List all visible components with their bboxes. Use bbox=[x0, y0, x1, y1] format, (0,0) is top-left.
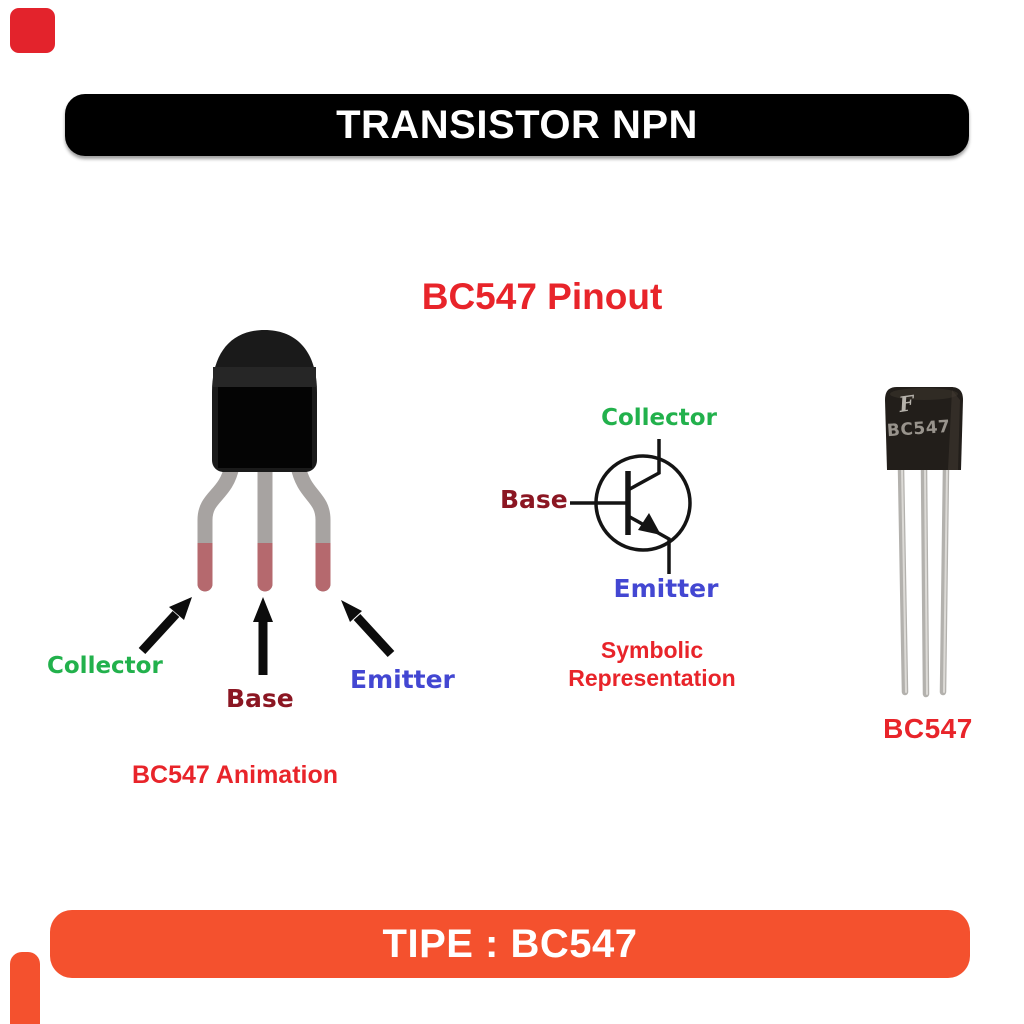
photo-package-body bbox=[885, 387, 963, 470]
photo-package-sheen bbox=[890, 388, 958, 400]
emitter-arrow-shaft bbox=[353, 613, 395, 658]
collector-arrow-head bbox=[169, 597, 192, 620]
footer-banner: TIPE : BC547 bbox=[50, 910, 970, 978]
base-arrow-head bbox=[253, 597, 273, 622]
photo-leg-middle-highlight bbox=[924, 467, 928, 695]
drawing-package-face bbox=[218, 387, 312, 468]
symbol-collector-label: Collector bbox=[601, 405, 717, 431]
photo-legs bbox=[897, 464, 950, 698]
symbol-collector-lead bbox=[627, 439, 661, 492]
bottom-left-accent-bar bbox=[10, 952, 40, 1024]
symbol-emitter-arrow-head bbox=[638, 513, 661, 535]
bc547-photo bbox=[885, 387, 963, 698]
header-banner: TRANSISTOR NPN bbox=[65, 94, 969, 156]
photo-package-edge-highlight bbox=[948, 390, 960, 470]
fairchild-logo-glyph: F bbox=[897, 390, 916, 417]
drawing-package-band bbox=[213, 367, 316, 387]
pinout-collector-label: Collector bbox=[47, 653, 163, 679]
header-title: TRANSISTOR NPN bbox=[336, 102, 698, 147]
symbol-base-label: Base bbox=[500, 485, 568, 514]
emitter-arrow-head bbox=[341, 600, 362, 622]
pinout-emitter-label: Emitter bbox=[350, 665, 455, 694]
pinout-caption: BC547 Animation bbox=[131, 761, 339, 789]
pinout-title: BC547 Pinout bbox=[421, 276, 663, 317]
symbol-caption: Symbolic Representation bbox=[568, 636, 735, 692]
symbol-emitter-lead bbox=[627, 514, 671, 574]
top-left-accent-square bbox=[10, 8, 55, 53]
to92-drawing bbox=[138, 330, 395, 675]
footer-title: TIPE : BC547 bbox=[382, 921, 638, 966]
drawing-leg-tip-emitter bbox=[315, 543, 331, 592]
drawing-leg-tip-collector bbox=[197, 543, 213, 592]
pinout-base-label: Base bbox=[226, 684, 294, 713]
callout-arrows bbox=[138, 597, 395, 675]
drawing-leg-collector bbox=[197, 458, 240, 592]
photo-leg-right-highlight bbox=[943, 467, 948, 693]
drawing-leg-tip-base bbox=[257, 543, 273, 592]
collector-arrow-shaft bbox=[138, 610, 180, 655]
photo-leg-left-highlight bbox=[901, 467, 907, 693]
photo-caption: BC547 bbox=[883, 713, 973, 744]
symbol-caption-line2: Representation bbox=[568, 665, 736, 691]
npn-symbol bbox=[570, 439, 692, 574]
drawing-leg-emitter bbox=[290, 458, 331, 592]
symbol-caption-line1: Symbolic bbox=[600, 637, 704, 663]
symbol-emitter-label: Emitter bbox=[613, 574, 719, 603]
